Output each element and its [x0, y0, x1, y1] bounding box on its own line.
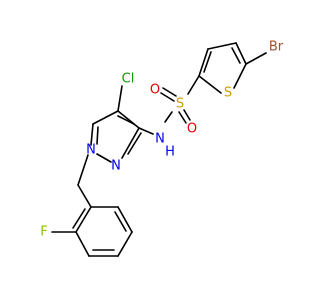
bond-n-h-to-c3	[138, 127, 154, 135]
atom-f: F	[40, 225, 47, 240]
atom-h-nh: H	[165, 145, 175, 160]
molecule-structure: Br S S O O N H Cl N N F	[40, 39, 284, 257]
bond-ch2-benzene	[77, 184, 92, 208]
bond-c4-c5-pyrazole	[92, 110, 119, 125]
bond-benz-5-6	[117, 206, 133, 233]
bond-c3-c4-pyrazole	[117, 110, 140, 129]
bond-c2-c3	[198, 48, 209, 77]
atom-n-h: N	[155, 132, 165, 147]
bond-c5-n1-pyrazole-inner	[96, 126, 99, 145]
bonds	[51, 42, 267, 257]
atom-o-bottom: O	[187, 122, 197, 137]
bond-s-o-top-1	[162, 87, 177, 97]
bond-c4-c5	[235, 42, 247, 65]
bond-benz-5-6-inner	[114, 211, 127, 232]
atom-s-ring: S	[224, 86, 232, 101]
bond-benz-1-2	[75, 206, 92, 233]
bond-s-o-top-2	[160, 92, 175, 102]
bond-c3-c4-pyrazole-inner	[117, 115, 135, 125]
bond-c3-c4	[207, 42, 237, 50]
bond-n1-n2-pyrazole	[96, 153, 112, 163]
bond-s1-c2	[198, 75, 222, 94]
bond-c2-c3-inner	[203, 51, 212, 73]
bond-n2-c3-pyrazole	[121, 127, 140, 159]
bond-c5-s1	[233, 63, 247, 89]
bond-benz-2-3	[75, 231, 90, 257]
atom-cl: Cl	[122, 72, 135, 87]
bond-c4-cl	[117, 85, 123, 112]
atom-s-sulfonyl: S	[176, 97, 184, 112]
atom-n2-pyrazole: N	[111, 159, 121, 174]
bond-c2-s-sulfonyl	[187, 75, 200, 95]
bond-benz-4-5	[117, 231, 133, 257]
bond-c5-br	[245, 52, 267, 65]
bond-s-n-h	[164, 111, 173, 123]
bond-s-o-bottom-1	[183, 109, 191, 121]
bond-c5-n1-pyrazole	[90, 123, 94, 146]
atom-br: Br	[269, 40, 284, 55]
bond-s-o-bottom-2	[178, 111, 187, 124]
bond-n1-ch2	[77, 154, 89, 186]
bond-c4-c5-inner	[231, 47, 241, 64]
atom-n1-pyrazole: N	[86, 143, 96, 158]
bond-n2-c3-pyrazole-inner	[127, 132, 142, 155]
atom-labels: Br S S O O N H Cl N N F	[40, 40, 284, 240]
bond-benz-1-2-inner	[72, 208, 86, 229]
atom-o-top: O	[150, 83, 160, 98]
